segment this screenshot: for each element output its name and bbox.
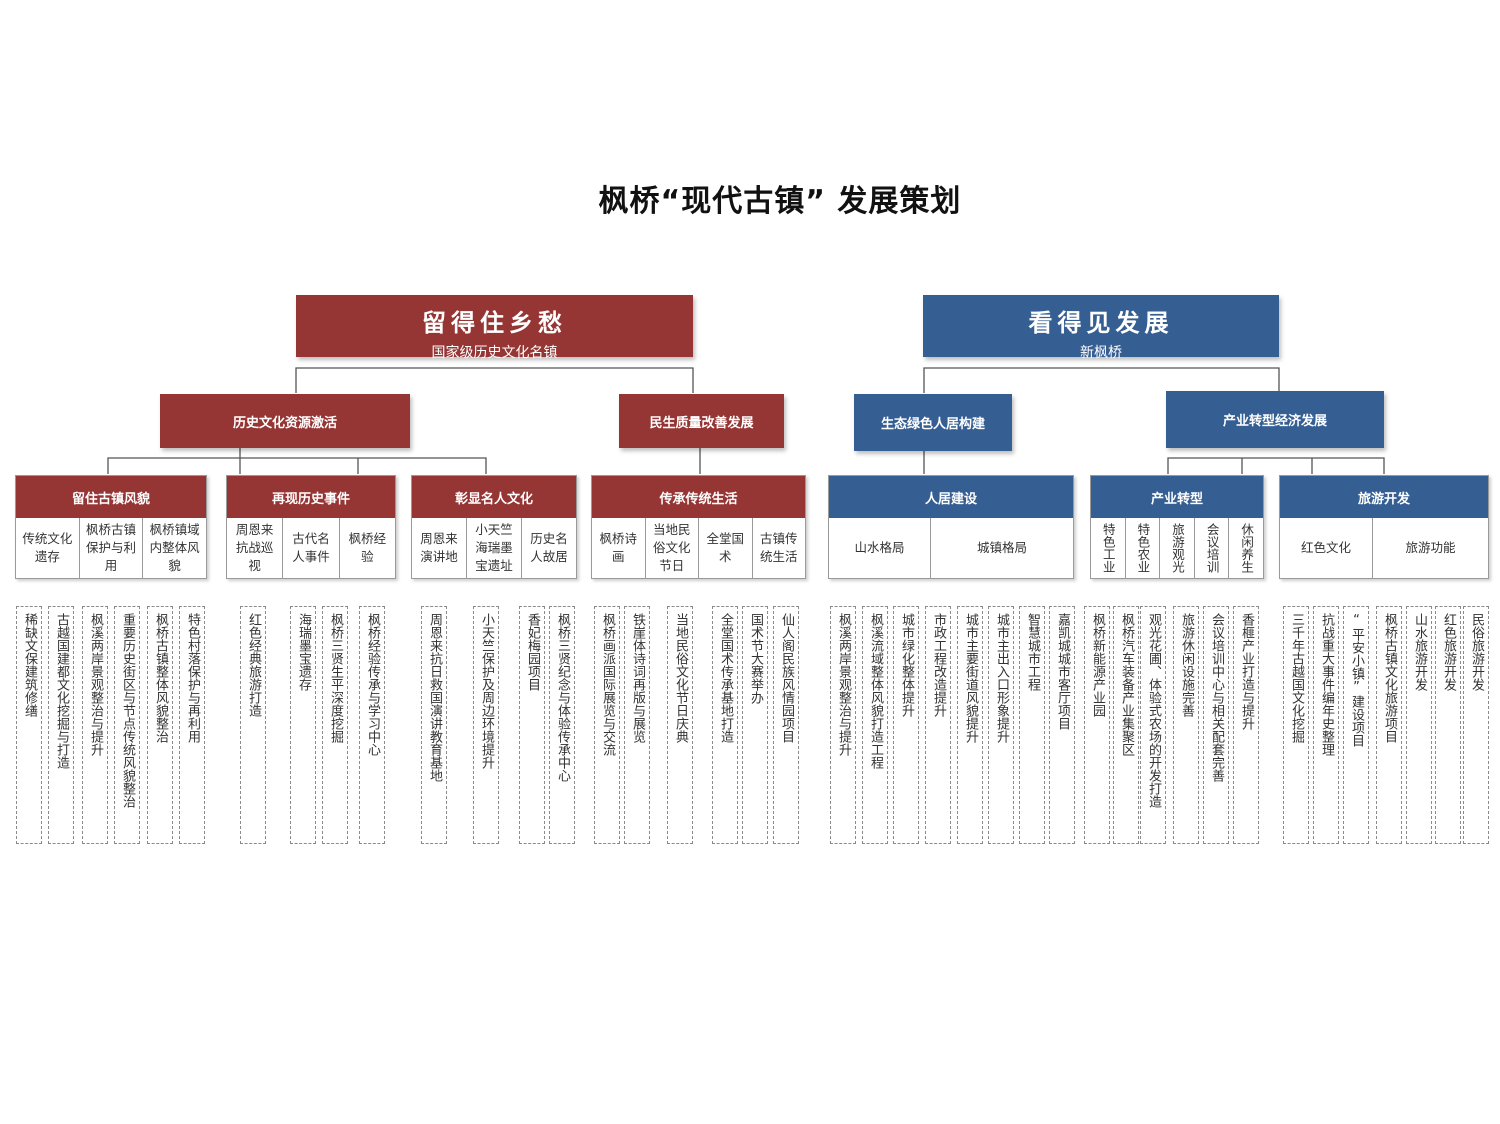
category-title: 传承传统生活 <box>592 476 805 518</box>
category-cell: 周恩来演讲地 <box>412 518 467 578</box>
project-item: 红色旅游开发 <box>1435 606 1461 844</box>
project-item: 枫桥经验传承与学习中心 <box>359 606 385 844</box>
category-cell: 枫桥古镇保护与利用 <box>80 518 144 578</box>
project-item: 枫溪两岸景观整治与提升 <box>82 606 108 844</box>
project-item: 枫桥画派国际展览与交流 <box>594 606 620 844</box>
project-item: 民俗旅游开发 <box>1463 606 1489 844</box>
category-cell: 历史名人故居 <box>530 531 568 564</box>
project-item: 香妃梅园项目 <box>519 606 545 844</box>
project-item: 国术节大赛举办 <box>742 606 768 844</box>
category-celebrity-culture: 彰显名人文化 周恩来演讲地 小天竺海瑞墨宝遗址 历史名人故居 <box>411 475 577 579</box>
project-item: 智慧城市工程 <box>1019 606 1045 844</box>
project-item: 山水旅游开发 <box>1406 606 1432 844</box>
header-left-subtitle: 国家级历史文化名镇 <box>431 345 558 361</box>
category-cell: 特色农业 <box>1126 518 1161 578</box>
category-cell: 山水格局 <box>829 518 931 578</box>
project-item: 全堂国术传承基地打造 <box>712 606 738 844</box>
project-item: 城市主要街道风貌提升 <box>957 606 983 844</box>
header-left-title: 留得住乡愁 <box>422 309 567 337</box>
category-industry-transform: 产业转型 特色工业 特色农业 旅游观光 会议培训 休闲养生 <box>1090 475 1264 579</box>
category-preserve-style: 留住古镇风貌 传统文化遗存 枫桥古镇保护与利用 枫桥镇域内整体风貌 <box>15 475 207 579</box>
project-item: 仙人阁民族风情园项目 <box>773 606 799 844</box>
category-history-events: 再现历史事件 周恩来抗战巡视 古代名人事件 枫桥经验 <box>226 475 396 579</box>
project-item: 特色村落保护与再利用 <box>179 606 205 844</box>
project-item: 重要历史街区与节点传统风貌整治 <box>114 606 140 844</box>
project-item: 枫桥三贤纪念与体验传承中心 <box>549 606 575 844</box>
project-item: 枫桥古镇文化旅游项目 <box>1376 606 1402 844</box>
category-cell: 枫桥镇域内整体风貌 <box>149 522 200 573</box>
category-title: 再现历史事件 <box>227 476 395 518</box>
category-title: 彰显名人文化 <box>412 476 576 518</box>
project-item: 市政工程改造提升 <box>925 606 951 844</box>
header-left: 留得住乡愁 国家级历史文化名镇 <box>296 295 693 361</box>
project-item: 当地民俗文化节日庆典 <box>667 606 693 844</box>
category-cell: 旅游功能 <box>1405 540 1456 555</box>
project-item: 抗战重大事件编年史整理 <box>1313 606 1339 844</box>
category-cell: 旅游观光 <box>1160 518 1195 578</box>
category-living-construction: 人居建设 山水格局 城镇格局 <box>828 475 1074 579</box>
category-cell: 城镇格局 <box>976 540 1027 555</box>
page-title: 枫桥“现代古镇” 发展策划 <box>598 184 962 219</box>
branch-industry: 产业转型经济发展 <box>1166 391 1384 448</box>
project-item: 三千年古越国文化挖掘 <box>1283 606 1309 844</box>
category-cell: 全堂国术 <box>699 518 753 578</box>
project-item: 枫桥新能源产业园 <box>1084 606 1110 844</box>
project-item: 古越国建都文化挖掘与打造 <box>48 606 74 844</box>
project-item: 观光花圃、体验式农场的开发打造 <box>1140 606 1166 844</box>
category-tourism: 旅游开发 红色文化 旅游功能 <box>1279 475 1489 579</box>
project-item: 旅游休闲设施完善 <box>1173 606 1199 844</box>
category-cell: 小天竺海瑞墨宝遗址 <box>467 518 522 578</box>
project-item: 嘉凯城城市客厅项目 <box>1049 606 1075 844</box>
category-cell: 红色文化 <box>1280 518 1373 578</box>
category-cell: 枫桥诗画 <box>592 518 646 578</box>
header-right-subtitle: 新枫桥 <box>1080 345 1122 361</box>
category-cell: 古代名人事件 <box>283 518 340 578</box>
branch-livelihood: 民生质量改善发展 <box>619 394 784 448</box>
header-right: 看得见发展 新枫桥 <box>923 295 1279 361</box>
category-title: 留住古镇风貌 <box>16 476 206 518</box>
project-item: 小天竺保护及周边环境提升 <box>473 606 499 844</box>
project-item: “平安小镇”建设项目 <box>1343 606 1369 844</box>
project-item: 枫桥三贤生平深度挖掘 <box>322 606 348 844</box>
category-cell: 会议培训 <box>1195 518 1230 578</box>
category-title: 人居建设 <box>829 476 1073 518</box>
project-item: 稀缺文保建筑修缮 <box>16 606 42 844</box>
category-cell: 休闲养生 <box>1239 523 1255 573</box>
category-cell: 传统文化遗存 <box>16 518 80 578</box>
category-cell: 枫桥经验 <box>348 531 387 564</box>
project-item: 枫溪流域整体风貌打造工程 <box>862 606 888 844</box>
header-right-title: 看得见发展 <box>1028 309 1174 337</box>
category-cell: 特色工业 <box>1091 518 1126 578</box>
category-cell: 古镇传统生活 <box>759 531 798 564</box>
category-cell: 周恩来抗战巡视 <box>227 518 284 578</box>
project-item: 铁崖体诗词再版与展览 <box>624 606 650 844</box>
project-item: 城市主出入口形象提升 <box>988 606 1014 844</box>
project-item: 枫桥汽车装备产业集聚区 <box>1113 606 1139 844</box>
project-item: 城市绿化整体提升 <box>893 606 919 844</box>
branch-eco-living: 生态绿色人居构建 <box>854 394 1012 451</box>
project-item: 枫溪两岸景观整治与提升 <box>830 606 856 844</box>
category-traditional-life: 传承传统生活 枫桥诗画 当地民俗文化节日 全堂国术 古镇传统生活 <box>591 475 806 579</box>
project-item: 香榧产业打造与提升 <box>1233 606 1259 844</box>
project-item: 红色经典旅游打造 <box>240 606 266 844</box>
project-item: 会议培训中心与相关配套完善 <box>1203 606 1229 844</box>
project-item: 周恩来抗日救国演讲教育基地 <box>421 606 447 844</box>
project-item: 海瑞墨宝遗存 <box>290 606 316 844</box>
project-item: 枫桥古镇整体风貌整治 <box>147 606 173 844</box>
category-title: 旅游开发 <box>1280 476 1488 518</box>
category-cell: 当地民俗文化节日 <box>646 518 699 578</box>
category-title: 产业转型 <box>1091 476 1263 518</box>
branch-history-resources: 历史文化资源激活 <box>160 394 410 448</box>
